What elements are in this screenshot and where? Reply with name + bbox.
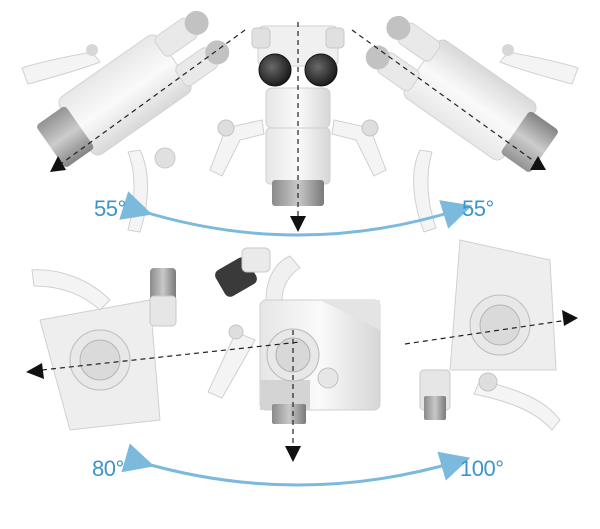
bottom-axis-lines [41, 319, 569, 452]
arrowhead-right [530, 156, 546, 170]
top-rotation-arc [119, 191, 473, 237]
arrowhead-left [26, 363, 44, 379]
microscope-side-center [207, 247, 381, 424]
arrowhead-down [285, 446, 301, 462]
microscope-tilted-left [37, 10, 230, 167]
arrowhead-down [290, 216, 306, 232]
handle-left-upper [21, 44, 101, 85]
angle-label-bottom-right: 100° [460, 456, 504, 481]
angle-label-top-left: 55° [94, 196, 126, 221]
top-view [21, 10, 579, 237]
microscope-side-right [419, 239, 561, 431]
arrowhead-right [562, 310, 578, 326]
microscope-tilted-right [365, 15, 558, 172]
microscope-side-left [31, 268, 177, 431]
handle-right-upper [499, 44, 579, 85]
bottom-view [26, 239, 578, 487]
top-axis-lines [57, 22, 539, 222]
angle-label-bottom-left: 80° [92, 456, 124, 481]
arrowhead-left [50, 156, 66, 172]
angle-label-top-right: 55° [462, 196, 494, 221]
bottom-rotation-arc [121, 443, 471, 487]
